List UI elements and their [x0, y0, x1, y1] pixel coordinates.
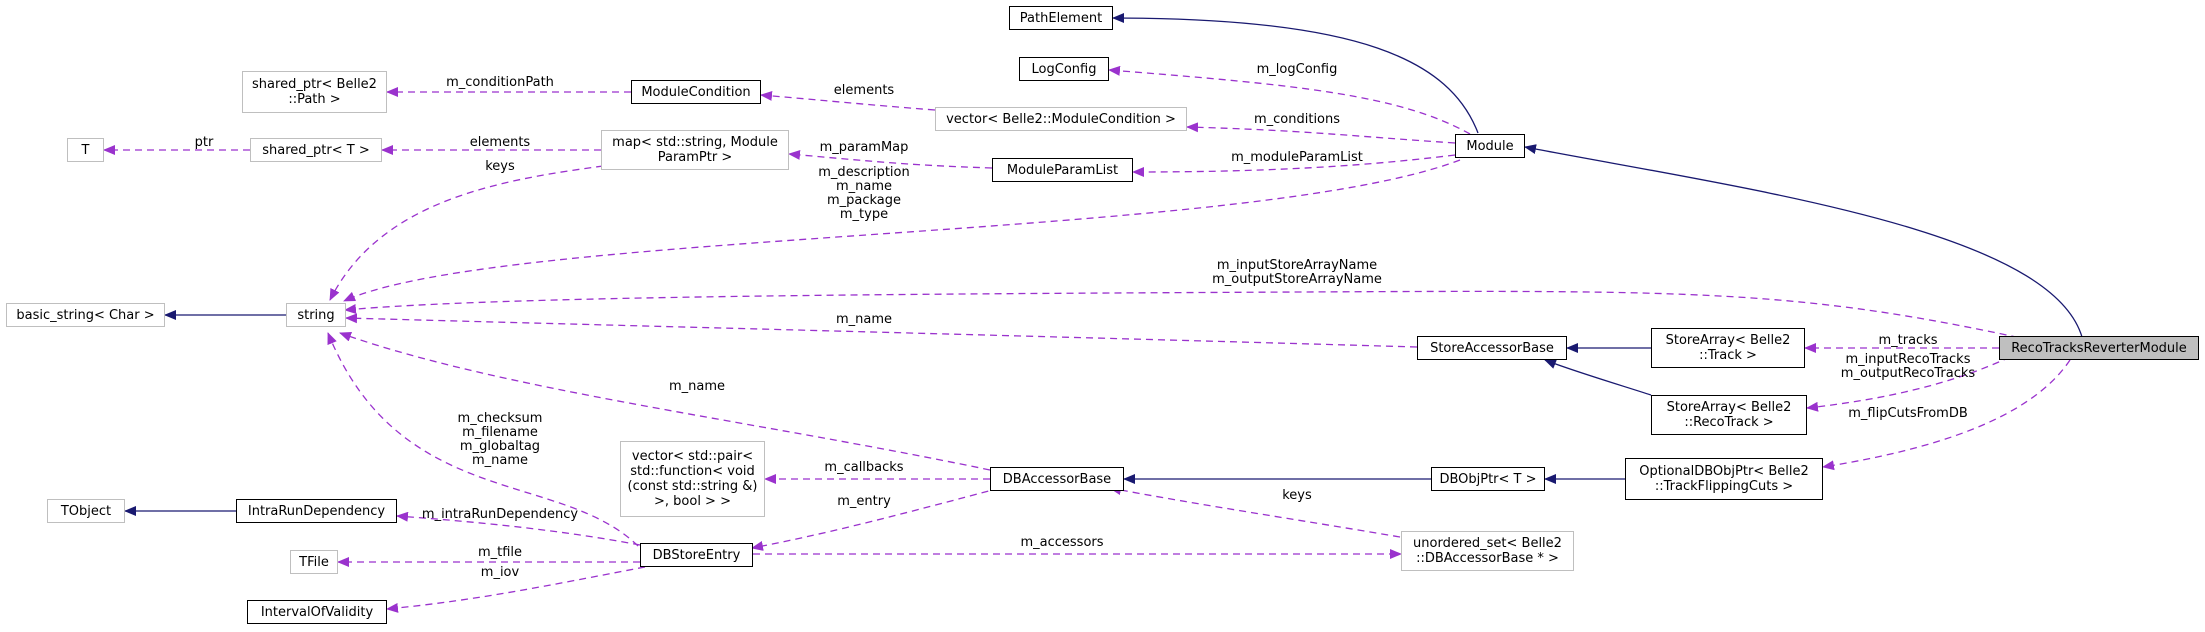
label-m-entry: m_entry [837, 494, 891, 509]
node-module-condition[interactable]: ModuleCondition [631, 80, 761, 104]
node-log-config[interactable]: LogConfig [1019, 57, 1109, 81]
node-store-accessor-base[interactable]: StoreAccessorBase [1417, 336, 1567, 360]
node-map-string-module-param[interactable]: map< std::string, Module ParamPtr > [601, 130, 789, 170]
edge-recotracksreverter-to-module [1524, 144, 2083, 338]
label-m-accessors: m_accessors [1020, 535, 1104, 550]
node-db-store-entry[interactable]: DBStoreEntry [640, 543, 753, 567]
node-db-accessor-base[interactable]: DBAccessorBase [990, 467, 1124, 491]
node-shared-ptr-t[interactable]: shared_ptr< T > [250, 138, 382, 162]
edge-module-to-vectormodulecondition [1186, 122, 1456, 144]
node-string[interactable]: string [286, 303, 346, 327]
node-optional-db-obj-ptr[interactable]: OptionalDBObjPtr< Belle2 ::TrackFlipping… [1625, 458, 1823, 500]
node-intra-run-dependency[interactable]: IntraRunDependency [236, 499, 397, 523]
label-m-name-store: m_name [835, 312, 893, 327]
label-m-name-db: m_name [668, 379, 726, 394]
label-m-flip-cuts: m_flipCutsFromDB [1848, 406, 1968, 421]
edge-vectormodulecondition-to-modulecondition [760, 90, 936, 111]
label-store-array-names: m_inputStoreArrayName m_outputStoreArray… [1212, 258, 1382, 287]
label-reco-tracks: m_inputRecoTracks m_outputRecoTracks [1840, 352, 1976, 381]
edge-module-to-moduleparamlist [1132, 154, 1456, 177]
node-module-param-list[interactable]: ModuleParamList [992, 158, 1133, 182]
edge-dbaccessorbase-to-string [339, 331, 991, 471]
edge-module-to-string [343, 159, 1461, 302]
label-m-tfile: m_tfile [477, 545, 523, 560]
node-shared-ptr-path[interactable]: shared_ptr< Belle2 ::Path > [242, 71, 387, 113]
label-m-param-map: m_paramMap [819, 140, 909, 155]
node-module[interactable]: Module [1455, 134, 1525, 158]
edge-moduleparamlist-to-map [788, 149, 993, 169]
node-vector-pair-function[interactable]: vector< std::pair< std::function< void (… [620, 441, 765, 517]
node-reco-tracks-reverter-module[interactable]: RecoTracksReverterModule [1999, 336, 2199, 360]
edge-module-to-pathelement [1112, 13, 1479, 134]
edge-recotracksreverter-to-storearrayrecotrack [1806, 356, 2011, 412]
label-keys-set: keys [1282, 488, 1312, 503]
label-m-log-config: m_logConfig [1256, 62, 1338, 77]
node-db-obj-ptr[interactable]: DBObjPtr< T > [1431, 467, 1545, 491]
label-keys-map: keys [485, 159, 515, 174]
node-tfile[interactable]: TFile [290, 550, 338, 574]
edge-dbaccessorbase-to-dbstoreentry [751, 487, 1001, 551]
edge-dbstoreentry-to-intrarundependency [396, 511, 641, 546]
label-entry-strings: m_checksum m_filename m_globaltag m_name [457, 411, 543, 468]
node-store-array-track[interactable]: StoreArray< Belle2 ::Track > [1651, 328, 1805, 368]
node-tobject[interactable]: TObject [47, 499, 125, 523]
node-vector-module-condition[interactable]: vector< Belle2::ModuleCondition > [935, 107, 1187, 131]
label-m-tracks: m_tracks [1878, 333, 1938, 348]
label-ptr: ptr [194, 135, 214, 150]
label-m-intra-run-dependency: m_intraRunDependency [421, 507, 579, 522]
edge-map-to-string [329, 165, 604, 301]
node-store-array-recotrack[interactable]: StoreArray< Belle2 ::RecoTrack > [1651, 395, 1807, 435]
node-path-element[interactable]: PathElement [1009, 6, 1113, 30]
edge-storearrayrecotrack-to-storeaccessorbase [1544, 359, 1652, 396]
label-m-callbacks: m_callbacks [824, 460, 904, 475]
node-t[interactable]: T [67, 138, 104, 162]
edge-recotracksreverter-to-string [344, 290, 2031, 341]
edge-dbstoreentry-to-intervalofvalidity [386, 566, 646, 613]
label-m-conditions: m_conditions [1253, 112, 1341, 127]
edge-storeaccessorbase-to-string [345, 313, 1418, 348]
label-elements-module-condition: elements [833, 83, 895, 98]
edge-recotracksreverter-to-optionaldbobjptr [1822, 359, 2071, 471]
node-unordered-set[interactable]: unordered_set< Belle2 ::DBAccessorBase *… [1401, 531, 1574, 571]
node-basic-string[interactable]: basic_string< Char > [6, 303, 165, 327]
edge-dbstoreentry-to-string [327, 332, 639, 547]
node-interval-of-validity[interactable]: IntervalOfValidity [247, 600, 387, 624]
label-m-module-param-list: m_moduleParamList [1231, 150, 1363, 165]
label-m-condition-path: m_conditionPath [446, 75, 554, 90]
label-elements-shared-ptr: elements [469, 135, 531, 150]
label-m-iov: m_iov [480, 565, 520, 580]
edge-unorderedset-to-dbaccessorbase [1109, 485, 1401, 538]
label-module-strings: m_description m_name m_package m_type [818, 165, 910, 222]
